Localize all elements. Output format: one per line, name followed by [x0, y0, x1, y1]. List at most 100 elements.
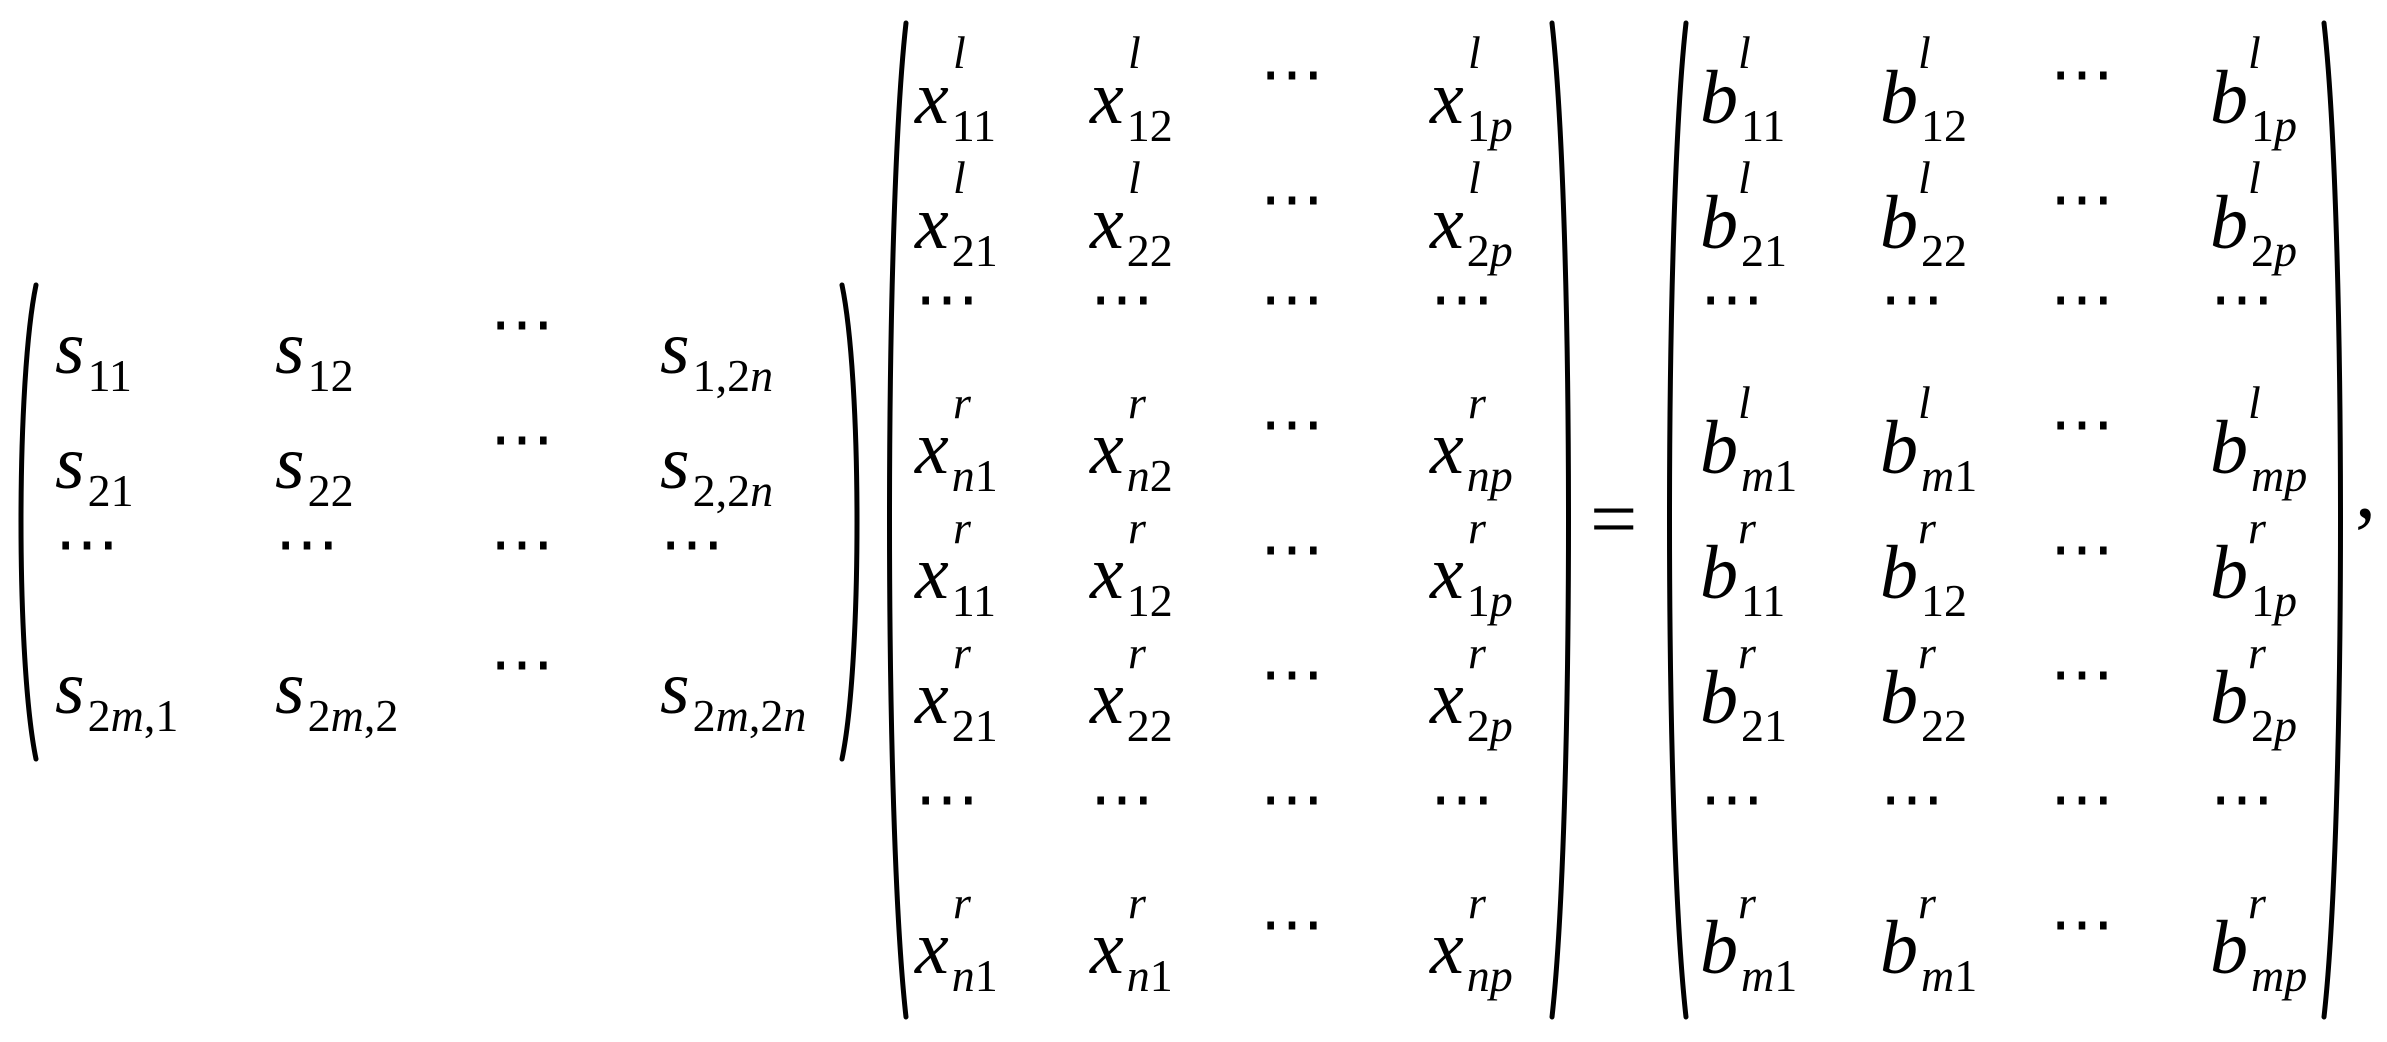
entry-subscript: 2,2n: [692, 465, 774, 516]
equals-sign: =: [1590, 473, 1638, 566]
entry-base: b: [1700, 656, 1738, 740]
ellipsis-glyph: ⋯: [490, 288, 554, 359]
entry-base: b: [1880, 656, 1918, 740]
entry-subscript: 1p: [1466, 100, 1513, 151]
matrix-s-entry-r2c2: s22: [275, 425, 354, 514]
entry-superscript: l: [1468, 27, 1481, 78]
matrix-x-ellipsis-r4c3: ⋯: [1260, 392, 1324, 456]
entry-subscript: m1: [1921, 450, 1978, 501]
entry-superscript: r: [1738, 502, 1756, 553]
matrix-b-ellipsis-r6c3: ⋯: [2050, 642, 2114, 706]
entry-superscript: l: [953, 152, 966, 203]
entry-base: x: [1090, 656, 1124, 740]
entry-subscript: 21: [951, 700, 998, 751]
entry-subscript: 21: [1741, 700, 1787, 751]
ellipsis-glyph: ⋯: [490, 628, 554, 699]
entry-superscript: l: [1128, 27, 1141, 78]
entry-base: b: [2210, 406, 2248, 490]
entry-base: b: [1700, 181, 1738, 265]
entry-superscript: l: [1918, 27, 1931, 78]
matrix-x-ellipsis-r7c1: ⋯: [915, 767, 979, 831]
entry-base: s: [55, 646, 85, 730]
matrix-x-ellipsis-r3c2: ⋯: [1090, 267, 1154, 331]
entry-superscript: l: [1738, 377, 1751, 428]
matrix-s-entry-r4c4: s2m,2n: [660, 650, 806, 739]
matrix-s-entry-r1c4: s1,2n: [660, 310, 773, 399]
entry-base: x: [915, 56, 949, 140]
entry-base: b: [2210, 181, 2248, 265]
entry-base: s: [660, 306, 690, 390]
matrix-s-entry-r1c2: s12: [275, 310, 354, 399]
entry-subscript: 12: [1126, 575, 1173, 626]
entry-superscript: l: [1128, 152, 1141, 203]
matrix-b-ellipsis-r4c3: ⋯: [2050, 392, 2114, 456]
ellipsis-glyph: ⋯: [915, 263, 979, 334]
matrix-x-ellipsis-r5c3: ⋯: [1260, 517, 1324, 581]
entry-base: b: [1880, 181, 1918, 265]
entry-base: b: [1880, 906, 1918, 990]
entry-base: s: [275, 306, 305, 390]
entry-subscript: 11: [1741, 100, 1786, 151]
entry-base: x: [1430, 656, 1464, 740]
entry-superscript: r: [1468, 502, 1486, 553]
matrix-x-ellipsis-r1c3: ⋯: [1260, 42, 1324, 106]
entry-base: x: [1430, 406, 1464, 490]
entry-subscript: n1: [1126, 950, 1173, 1001]
entry-subscript: 22: [1921, 700, 1967, 751]
matrix-b-ellipsis-r5c3: ⋯: [2050, 517, 2114, 581]
entry-superscript: l: [1738, 27, 1751, 78]
entry-superscript: r: [1738, 627, 1756, 678]
ellipsis-glyph: ⋯: [2210, 763, 2274, 834]
entry-subscript: 11: [87, 350, 132, 401]
entry-superscript: l: [1738, 152, 1751, 203]
entry-base: x: [915, 531, 949, 615]
entry-base: x: [1430, 181, 1464, 265]
entry-subscript: mp: [2251, 450, 2308, 501]
entry-superscript: r: [1128, 627, 1146, 678]
ellipsis-glyph: ⋯: [1260, 638, 1324, 709]
entry-base: s: [55, 306, 85, 390]
matrix-b-ellipsis-r3c2: ⋯: [1880, 267, 1944, 331]
entry-superscript: r: [1918, 627, 1936, 678]
entry-subscript: 21: [951, 225, 998, 276]
entry-superscript: r: [2248, 627, 2266, 678]
ellipsis-glyph: ⋯: [1260, 388, 1324, 459]
entry-subscript: 2p: [2251, 700, 2297, 751]
entry-superscript: r: [1738, 877, 1756, 928]
matrix-x-right-paren: [1549, 20, 1571, 1020]
entry-subscript: 21: [1741, 225, 1787, 276]
ellipsis-glyph: ⋯: [1090, 263, 1154, 334]
entry-superscript: r: [953, 877, 971, 928]
ellipsis-glyph: ⋯: [1430, 763, 1494, 834]
entry-subscript: n1: [951, 450, 998, 501]
matrix-b-ellipsis-r8c3: ⋯: [2050, 892, 2114, 956]
entry-subscript: m1: [1921, 950, 1978, 1001]
matrix-b-ellipsis-r7c1: ⋯: [1700, 767, 1764, 831]
entry-base: b: [1700, 906, 1738, 990]
entry-base: b: [1700, 406, 1738, 490]
entry-superscript: l: [2248, 152, 2261, 203]
matrix-b-ellipsis-r7c4: ⋯: [2210, 767, 2274, 831]
ellipsis-glyph: ⋯: [1260, 888, 1324, 959]
matrix-s-entry-r2c4: s2,2n: [660, 425, 773, 514]
matrix-s-right-paren: [839, 282, 860, 762]
entry-superscript: l: [1918, 152, 1931, 203]
entry-subscript: 1p: [2251, 100, 2297, 151]
entry-subscript: 1p: [1466, 575, 1513, 626]
entry-subscript: m1: [1741, 950, 1798, 1001]
entry-subscript: n1: [951, 950, 998, 1001]
